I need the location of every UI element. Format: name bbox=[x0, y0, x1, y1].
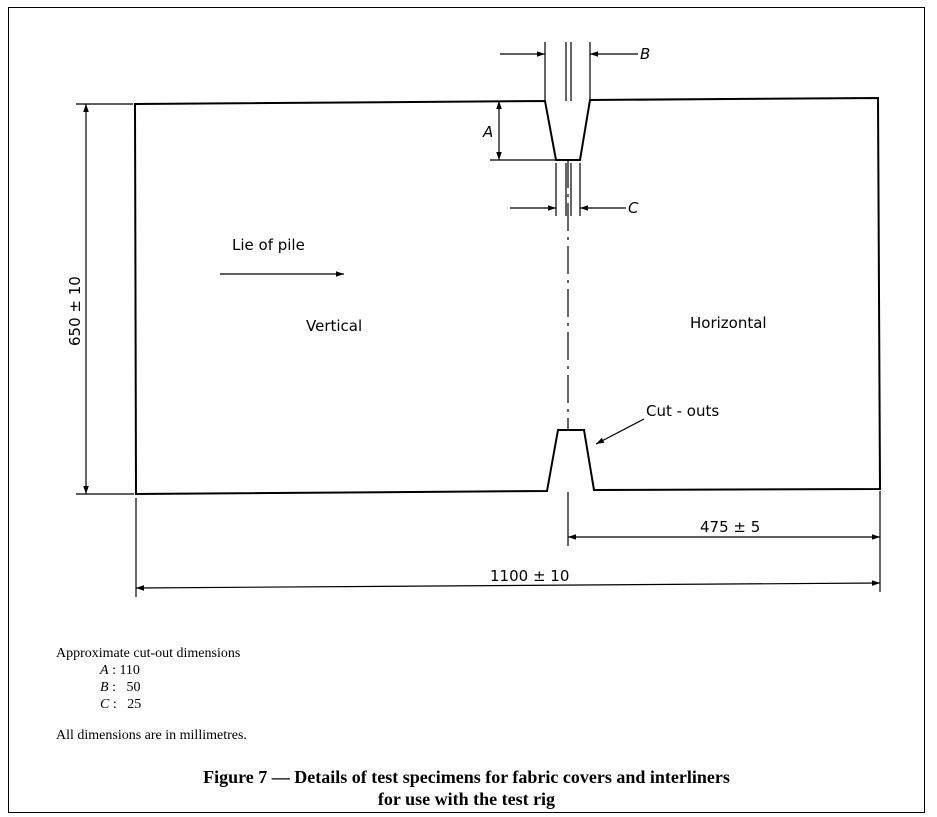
horizontal-label: Horizontal bbox=[690, 314, 767, 332]
lie-of-pile-label: Lie of pile bbox=[232, 236, 305, 254]
figure-frame bbox=[8, 7, 925, 813]
marker-b: B bbox=[640, 45, 650, 63]
note-letter-c: C bbox=[100, 697, 110, 712]
dimension-b bbox=[500, 42, 638, 101]
dimension-width bbox=[135, 498, 881, 597]
note-letter-b: B bbox=[100, 680, 109, 695]
dimension-a bbox=[490, 101, 556, 161]
figure-caption: Figure 7 — Details of test specimens for… bbox=[8, 766, 925, 810]
marker-c: C bbox=[628, 199, 639, 217]
caption-line-2: for use with the test rig bbox=[377, 789, 556, 809]
caption-line-1: Figure 7 — Details of test specimens for… bbox=[203, 767, 730, 787]
note-row-a: A : 110 bbox=[100, 663, 140, 678]
cut-outs-label: Cut - outs bbox=[646, 402, 719, 420]
note-value-a: 110 bbox=[119, 663, 140, 678]
vertical-label: Vertical bbox=[306, 317, 362, 335]
width-dimension-label: 1100 ± 10 bbox=[490, 567, 569, 585]
notes-heading: Approximate cut-out dimensions bbox=[56, 646, 241, 661]
note-value-c: 25 bbox=[127, 697, 142, 712]
marker-a: A bbox=[482, 123, 493, 141]
height-dimension-label: 650 ± 10 bbox=[66, 276, 84, 346]
dimension-offset bbox=[567, 491, 881, 592]
note-row-c: C : 25 bbox=[100, 697, 142, 712]
dimension-c bbox=[510, 163, 626, 216]
units-note: All dimensions are in millimetres. bbox=[56, 728, 247, 743]
specimen-outline bbox=[133, 96, 882, 496]
note-letter-a: A bbox=[100, 663, 109, 678]
offset-dimension-label: 475 ± 5 bbox=[700, 518, 760, 536]
note-row-b: B : 50 bbox=[100, 680, 141, 695]
dimension-height bbox=[76, 103, 134, 495]
cut-outs-leader bbox=[595, 418, 645, 445]
note-value-b: 50 bbox=[126, 680, 141, 695]
cutout-notes: Approximate cut-out dimensions A : 110 B… bbox=[56, 645, 247, 744]
